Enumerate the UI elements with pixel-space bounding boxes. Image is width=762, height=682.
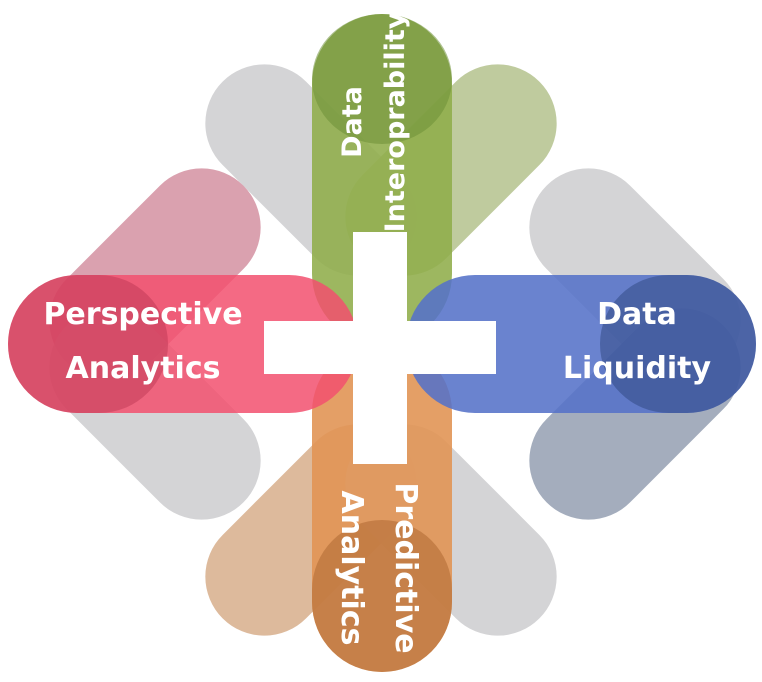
bottom-label-line1: Predictive [388,482,423,653]
plus-vertical-bar [353,232,407,464]
right-label-line2: Liquidity [563,351,712,386]
left-label-line1: Perspective [43,297,242,332]
center-plus-icon [264,232,496,464]
top-petal-group: Data Interoprability [205,11,557,344]
right-pill-shade [600,275,756,413]
left-pill-shade [8,275,168,413]
top-pill-shade [312,14,452,144]
right-label-line1: Data [597,297,677,332]
left-pill [8,275,358,413]
bottom-label-line2: Analytics [334,491,369,646]
left-label-line2: Analytics [66,351,221,386]
left-petal-group: Perspective Analytics [8,168,358,520]
bottom-petal-group: Predictive Analytics [205,342,557,672]
top-label-line1: Data [337,86,368,158]
bottom-pill-shade [312,520,452,672]
right-petal-group: Data Liquidity [406,168,756,520]
top-label-line2: Interoprability [380,11,411,232]
